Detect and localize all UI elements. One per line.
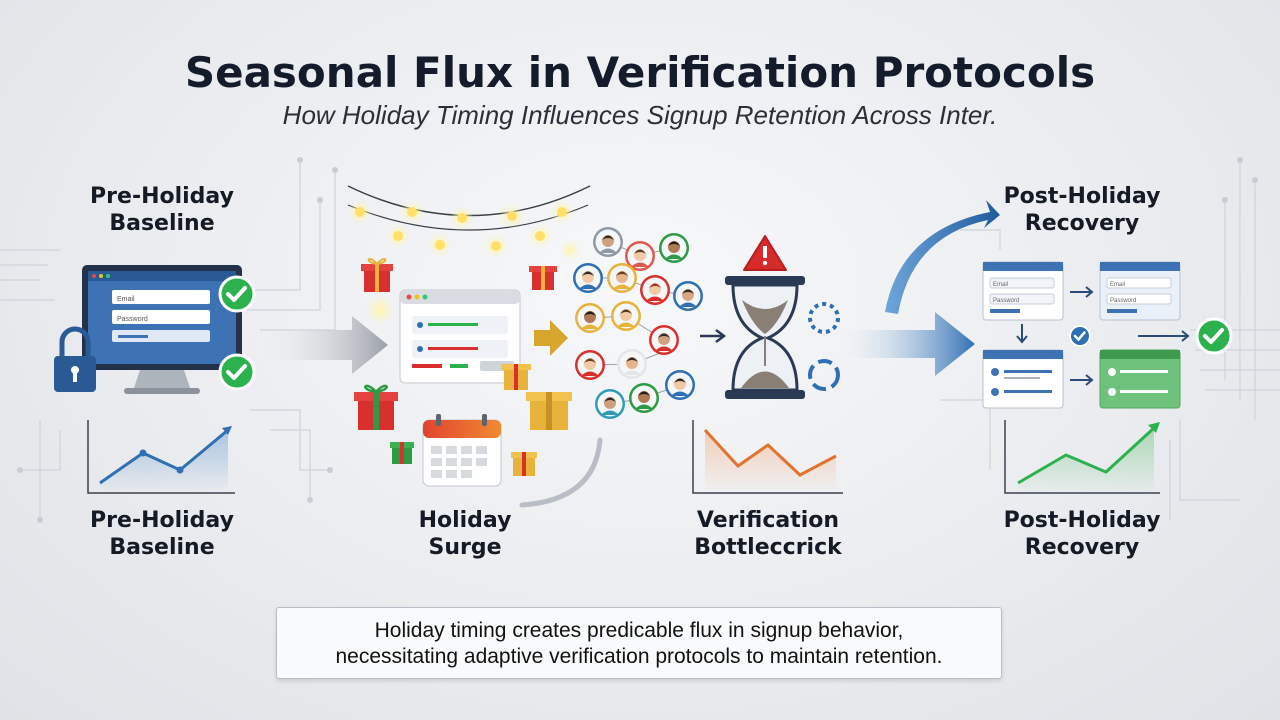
mini-form-email-label: Email bbox=[1110, 282, 1125, 288]
user-avatar bbox=[673, 281, 703, 311]
arrow-icon bbox=[840, 312, 975, 376]
stage-label-pre-holiday-top: Pre-Holiday Baseline bbox=[52, 183, 272, 237]
spinner-icon bbox=[808, 302, 840, 334]
gift-icon bbox=[354, 384, 398, 430]
lock-icon bbox=[54, 326, 96, 392]
gift-icon bbox=[361, 258, 393, 292]
stage-label-line: Post-Holiday bbox=[1003, 508, 1161, 533]
user-avatar-cluster bbox=[573, 227, 703, 419]
user-avatar bbox=[573, 263, 603, 293]
arrow-icon bbox=[534, 320, 568, 356]
stage-label-pre-holiday-bottom: Pre-Holiday Baseline bbox=[52, 507, 272, 561]
user-avatar bbox=[617, 349, 647, 379]
mini-form-password-label: Password bbox=[993, 298, 1019, 304]
stage-label-line: Recovery bbox=[1024, 535, 1140, 560]
user-avatar bbox=[611, 301, 641, 331]
monitor-icon bbox=[82, 265, 242, 394]
hourglass-icon bbox=[725, 276, 805, 399]
gift-icon bbox=[511, 452, 537, 476]
gift-icon bbox=[526, 392, 572, 430]
login-password-label: Password bbox=[117, 316, 148, 323]
mini-form-window-success bbox=[1099, 349, 1181, 409]
gift-icon bbox=[501, 364, 531, 390]
mini-form-window bbox=[1099, 261, 1181, 321]
stage-label-post-holiday-top: Post-Holiday Recovery bbox=[972, 183, 1192, 237]
stage-label-line: Post-Holiday bbox=[1003, 184, 1161, 209]
arrow-icon bbox=[262, 316, 388, 374]
gift-icon bbox=[390, 442, 414, 464]
mini-form-window bbox=[982, 349, 1064, 409]
stage-label-line: Verification bbox=[696, 508, 840, 533]
spinner-icon bbox=[808, 359, 840, 391]
stage-label-line: Pre-Holiday bbox=[90, 184, 234, 209]
user-avatar bbox=[575, 350, 605, 380]
trend-chart-bottleneck bbox=[692, 420, 843, 494]
user-avatar bbox=[659, 233, 689, 263]
stage-label-line: Recovery bbox=[1024, 211, 1140, 236]
stage-label-verification-bottleneck: Verification Bottleccrick bbox=[658, 507, 878, 561]
gift-icon bbox=[529, 266, 557, 290]
user-avatar bbox=[665, 370, 695, 400]
curved-arrow-icon bbox=[885, 200, 1000, 314]
stage-label-line: Holiday bbox=[418, 508, 512, 533]
user-avatar bbox=[625, 241, 655, 271]
user-avatar bbox=[649, 325, 679, 355]
user-avatar bbox=[595, 389, 625, 419]
stage-label-holiday-surge: Holiday Surge bbox=[355, 507, 575, 561]
stage-label-line: Bottleccrick bbox=[694, 535, 842, 560]
check-icon bbox=[1069, 325, 1091, 347]
check-icon bbox=[218, 275, 256, 313]
calendar-icon bbox=[422, 414, 502, 487]
check-icon bbox=[218, 353, 256, 391]
login-email-label: Email bbox=[117, 296, 135, 303]
summary-callout: Holiday timing creates predicable flux i… bbox=[276, 607, 1002, 679]
warning-icon bbox=[743, 235, 787, 271]
browser-window-icon bbox=[399, 289, 521, 384]
page-subtitle: How Holiday Timing Influences Signup Ret… bbox=[282, 100, 998, 130]
check-icon bbox=[1195, 317, 1233, 355]
trend-chart-pre-holiday bbox=[87, 420, 235, 494]
stage-label-line: Surge bbox=[428, 535, 502, 560]
mini-form-email-label: Email bbox=[993, 282, 1008, 288]
user-avatar bbox=[575, 303, 605, 333]
arrow-icon bbox=[700, 329, 727, 343]
flow-arrows bbox=[1016, 286, 1190, 386]
user-avatar bbox=[640, 275, 670, 305]
user-avatar bbox=[629, 383, 659, 413]
stage-label-line: Baseline bbox=[109, 211, 215, 236]
user-avatar bbox=[593, 227, 623, 257]
page-title: Seasonal Flux in Verification Protocols bbox=[184, 48, 1096, 97]
curved-arrow-decoration bbox=[519, 437, 603, 508]
stage-label-line: Pre-Holiday bbox=[90, 508, 234, 533]
summary-line: Holiday timing creates predicable flux i… bbox=[374, 619, 904, 642]
mini-form-window bbox=[982, 261, 1064, 321]
stage-label-post-holiday-bottom: Post-Holiday Recovery bbox=[972, 507, 1192, 561]
mini-form-password-label: Password bbox=[1110, 298, 1136, 304]
string-lights-decoration bbox=[347, 185, 591, 324]
user-avatar bbox=[607, 263, 637, 293]
stage-label-line: Baseline bbox=[109, 535, 215, 560]
summary-line: necessitating adaptive verification prot… bbox=[335, 645, 943, 668]
trend-chart-post-holiday bbox=[1004, 420, 1160, 494]
